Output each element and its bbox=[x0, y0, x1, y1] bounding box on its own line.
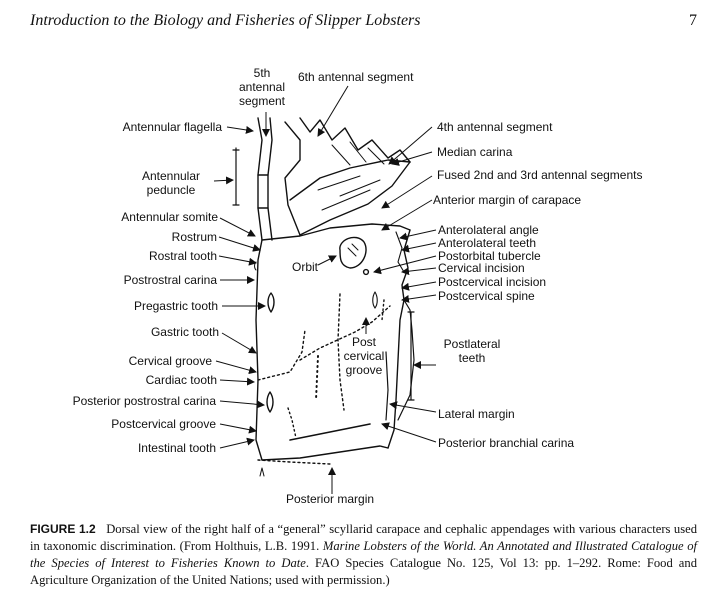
carapace-outline bbox=[232, 117, 415, 477]
label-postlateral-teeth: Postlateral teeth bbox=[443, 337, 501, 365]
label-cervical-incision: Cervical incision bbox=[438, 261, 525, 275]
cited-book-title: Marine Lobsters of the World. An Annotat… bbox=[30, 539, 697, 570]
label-antennular-peduncle: Antennular peduncle bbox=[141, 169, 201, 197]
label-postcervical-spine: Postcervical spine bbox=[438, 289, 535, 303]
figure-1-2: 5th antennal segment 6th antennal segmen… bbox=[72, 66, 643, 506]
label-6th-antennal-segment: 6th antennal segment bbox=[298, 70, 414, 84]
label-intestinal-tooth: Intestinal tooth bbox=[137, 441, 216, 455]
label-orbit: Orbit bbox=[292, 260, 319, 274]
label-rostrum: Rostrum bbox=[171, 230, 217, 244]
leader-lines bbox=[213, 85, 437, 494]
label-gastric-tooth: Gastric tooth bbox=[150, 325, 219, 339]
label-antennular-somite: Antennular somite bbox=[121, 210, 218, 224]
label-posterior-margin: Posterior margin bbox=[286, 492, 375, 506]
label-postcervical-groove: Postcervical groove bbox=[111, 417, 216, 431]
caption-text-part-2: . FAO Species Catalogue No. 125, Vol 13:… bbox=[30, 556, 697, 587]
running-title: Introduction to the Biology and Fisherie… bbox=[30, 12, 421, 29]
label-postcervical-incision: Postcervical incision bbox=[438, 275, 547, 289]
label-anterior-margin: Anterior margin of carapace bbox=[433, 193, 582, 207]
label-anterolateral-angle: Anterolateral angle bbox=[438, 223, 539, 237]
figure-number: FIGURE 1.2 bbox=[30, 522, 96, 536]
label-pregastric-tooth: Pregastric tooth bbox=[133, 299, 218, 313]
carapace-drawing bbox=[213, 85, 437, 494]
label-5th-antennal-segment: 5th antennal segment bbox=[238, 66, 286, 108]
label-rostral-tooth: Rostral tooth bbox=[148, 249, 217, 263]
label-antennular-flagella: Antennular flagella bbox=[122, 120, 222, 134]
label-fused-antennal-segments: Fused 2nd and 3rd antennal segments bbox=[437, 168, 643, 182]
label-postorbital-tubercle: Postorbital tubercle bbox=[438, 249, 541, 263]
figure-caption: FIGURE 1.2 Dorsal view of the right half… bbox=[30, 521, 697, 589]
label-lateral-margin: Lateral margin bbox=[438, 407, 515, 421]
label-posterior-branchial-carina: Posterior branchial carina bbox=[438, 436, 575, 450]
label-median-carina: Median carina bbox=[437, 145, 513, 159]
label-cardiac-tooth: Cardiac tooth bbox=[145, 373, 217, 387]
label-post-cervical-groove: Post cervical groove bbox=[343, 335, 385, 377]
caption-text-part-1: Dorsal view of the right half of a “gene… bbox=[30, 522, 697, 553]
label-cervical-groove: Cervical groove bbox=[128, 354, 212, 368]
label-4th-antennal-segment: 4th antennal segment bbox=[437, 120, 553, 134]
label-posterior-postrostral-carina: Posterior postrostral carina bbox=[72, 394, 216, 408]
page-number: 7 bbox=[689, 12, 697, 29]
label-anterolateral-teeth: Anterolateral teeth bbox=[438, 236, 537, 250]
label-postrostral-carina: Postrostral carina bbox=[123, 273, 217, 287]
